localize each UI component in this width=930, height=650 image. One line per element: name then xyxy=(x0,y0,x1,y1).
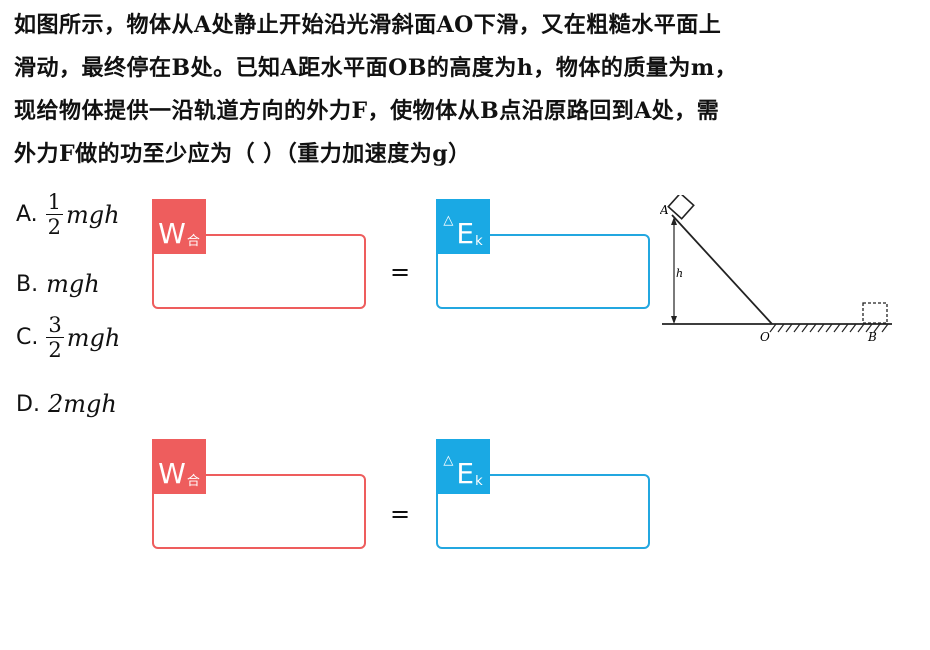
kinetic-energy-tag-2: △ E k xyxy=(436,439,490,494)
block-at-a xyxy=(667,195,695,220)
work-tag-1: W 合 xyxy=(152,199,206,254)
label-o: O xyxy=(760,330,770,344)
option-c-numerator: 3 xyxy=(46,313,64,338)
ground-hatching xyxy=(769,323,889,333)
kinetic-energy-tag-1: △ E k xyxy=(436,199,490,254)
option-c-denominator: 2 xyxy=(48,338,62,362)
label-h: h xyxy=(676,267,683,280)
block-at-b xyxy=(862,302,888,324)
option-c-fraction: 3 2 xyxy=(46,313,64,362)
question-line-3: 现给物体提供一沿轨道方向的外力F，使物体从B点沿原路回到A处，需 xyxy=(14,98,720,124)
option-a-numerator: 1 xyxy=(45,190,64,215)
option-b[interactable]: B. mgh xyxy=(16,270,100,298)
question-line-2: 滑动，最终停在B处。已知A距水平面OB的高度为h，物体的质量为m， xyxy=(14,55,738,81)
option-c[interactable]: C. 3 2 mgh xyxy=(16,313,120,362)
option-a-denominator: 2 xyxy=(47,215,62,239)
option-d-expression: 2mgh xyxy=(47,390,117,418)
work-tag-2: W 合 xyxy=(152,439,206,494)
question-line-4: 外力F做的功至少应为（ ）（重力加速度为g） xyxy=(14,141,471,167)
option-a-expression: mgh xyxy=(66,200,120,229)
delta-icon: △ xyxy=(443,453,454,468)
label-b: B xyxy=(867,330,877,344)
option-a-letter: A. xyxy=(16,202,38,227)
work-tag-1-sub: 合 xyxy=(186,234,200,249)
work-tag-1-main: W xyxy=(158,217,186,250)
equals-sign-2: = xyxy=(390,500,411,528)
height-arrow-top-icon xyxy=(671,217,677,225)
work-tag-2-sub: 合 xyxy=(186,474,200,489)
kinetic-energy-tag-2-sub: k xyxy=(475,474,483,489)
option-a[interactable]: A. 1 2 mgh xyxy=(16,190,120,239)
option-c-expression: mgh xyxy=(66,323,121,352)
incline-diagram: A h O B xyxy=(660,195,892,344)
option-b-expression: mgh xyxy=(46,270,100,298)
option-c-letter: C. xyxy=(16,325,39,350)
option-b-letter: B. xyxy=(16,271,39,297)
option-d[interactable]: D. 2mgh xyxy=(16,390,117,418)
incline-line xyxy=(671,214,773,325)
delta-icon: △ xyxy=(443,213,454,228)
kinetic-energy-tag-1-sub: k xyxy=(475,234,483,249)
option-a-fraction: 1 2 xyxy=(45,190,64,239)
label-a: A xyxy=(660,203,669,217)
option-d-letter: D. xyxy=(16,391,40,417)
height-arrow-bottom-icon xyxy=(671,316,677,324)
question-line-1: 如图所示，物体从A处静止开始沿光滑斜面AO下滑，又在粗糙水平面上 xyxy=(14,12,722,38)
work-tag-2-main: W xyxy=(158,457,186,490)
kinetic-energy-tag-2-main: E xyxy=(456,457,475,490)
question-text: 如图所示，物体从A处静止开始沿光滑斜面AO下滑，又在粗糙水平面上 滑动，最终停在… xyxy=(14,4,919,176)
equals-sign-1: = xyxy=(390,258,411,286)
kinetic-energy-tag-1-main: E xyxy=(456,217,475,250)
